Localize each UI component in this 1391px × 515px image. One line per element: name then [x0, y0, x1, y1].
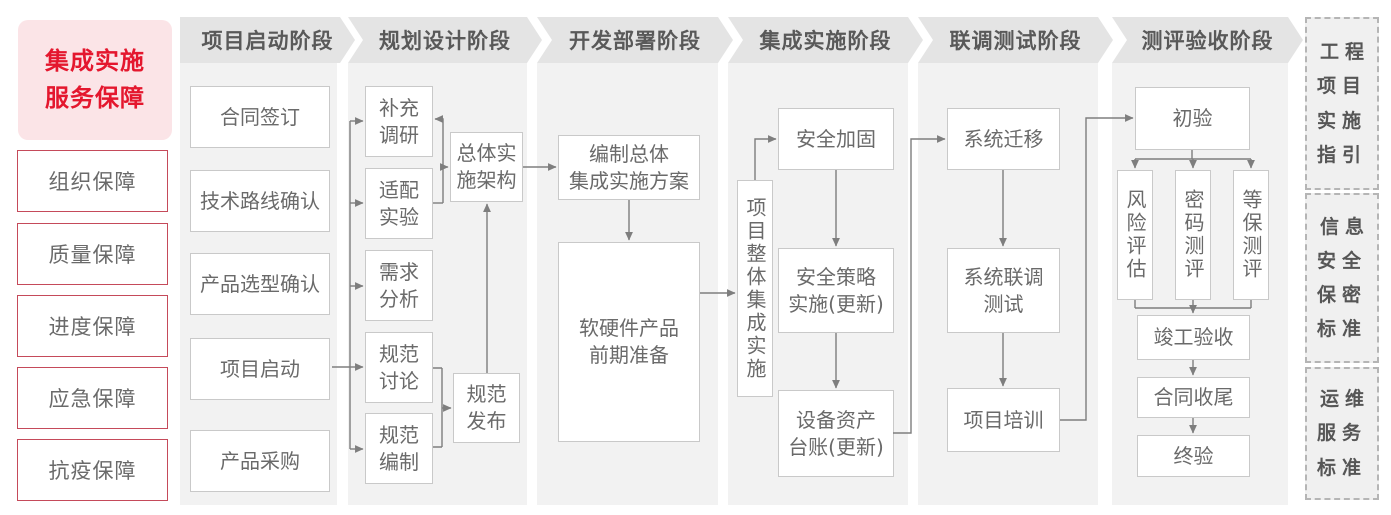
box-security-hardening: 安全加固 — [778, 108, 894, 170]
phase-header-acceptance: 测评验收阶段 — [1112, 17, 1303, 63]
box-contract-signing: 合同签订 — [190, 86, 330, 148]
box-project-kickoff: 项目启动 — [190, 338, 330, 400]
box-final-acceptance: 终验 — [1137, 435, 1250, 477]
box-requirement-analysis: 需求 分析 — [365, 250, 433, 321]
box-spec-release: 规范 发布 — [453, 373, 520, 443]
guarantee-box-epidemic: 抗疫保障 — [17, 439, 168, 501]
box-completion-acceptance: 竣工验收 — [1137, 315, 1250, 360]
diagram-title: 集成实施 服务保障 — [18, 20, 172, 140]
standard-box-project-guide: 工程 项目 实施 指引 — [1305, 17, 1379, 190]
box-overall-integration-impl: 项目整体集成实施 — [737, 180, 773, 397]
box-mlps-evaluation: 等保测评 — [1233, 170, 1269, 300]
phase-header-development: 开发部署阶段 — [537, 17, 733, 63]
box-overall-integration-plan: 编制总体 集成实施方案 — [558, 135, 700, 200]
box-security-policy-impl: 安全策略 实施(更新) — [778, 248, 894, 333]
phase-header-kickoff: 项目启动阶段 — [180, 17, 355, 63]
box-contract-closure: 合同收尾 — [1137, 377, 1250, 418]
box-spec-drafting: 规范 编制 — [365, 413, 433, 484]
phase-header-joint-test: 联调测试阶段 — [918, 17, 1113, 63]
phase-header-planning: 规划设计阶段 — [348, 17, 542, 63]
box-asset-ledger-update: 设备资产 台账(更新) — [778, 390, 894, 477]
phase-header-integration: 集成实施阶段 — [728, 17, 923, 63]
guarantee-box-organization: 组织保障 — [17, 150, 168, 212]
guarantee-box-emergency: 应急保障 — [17, 367, 168, 429]
standard-box-om-service: 运维 服务 标准 — [1305, 367, 1379, 500]
box-spec-discussion: 规范 讨论 — [365, 332, 433, 403]
box-project-training: 项目培训 — [947, 388, 1060, 452]
box-joint-debug-test: 系统联调 测试 — [947, 248, 1060, 333]
box-system-migration: 系统迁移 — [947, 108, 1060, 170]
guarantee-box-quality: 质量保障 — [17, 223, 168, 285]
standard-box-info-security: 信息 安全 保密 标准 — [1305, 193, 1379, 363]
box-risk-assessment: 风险评估 — [1117, 170, 1153, 300]
box-overall-impl-architecture: 总体实 施架构 — [450, 132, 523, 202]
box-adaptation-experiment: 适配 实验 — [365, 168, 433, 239]
box-tech-route-confirm: 技术路线确认 — [190, 170, 330, 232]
box-product-procurement: 产品采购 — [190, 430, 330, 492]
guarantee-box-schedule: 进度保障 — [17, 295, 168, 357]
box-initial-acceptance: 初验 — [1135, 87, 1250, 150]
box-product-selection: 产品选型确认 — [190, 253, 330, 315]
box-hw-sw-preparation: 软硬件产品 前期准备 — [558, 242, 700, 442]
box-supplementary-research: 补充 调研 — [365, 86, 433, 157]
box-crypto-evaluation: 密码测评 — [1175, 170, 1211, 300]
